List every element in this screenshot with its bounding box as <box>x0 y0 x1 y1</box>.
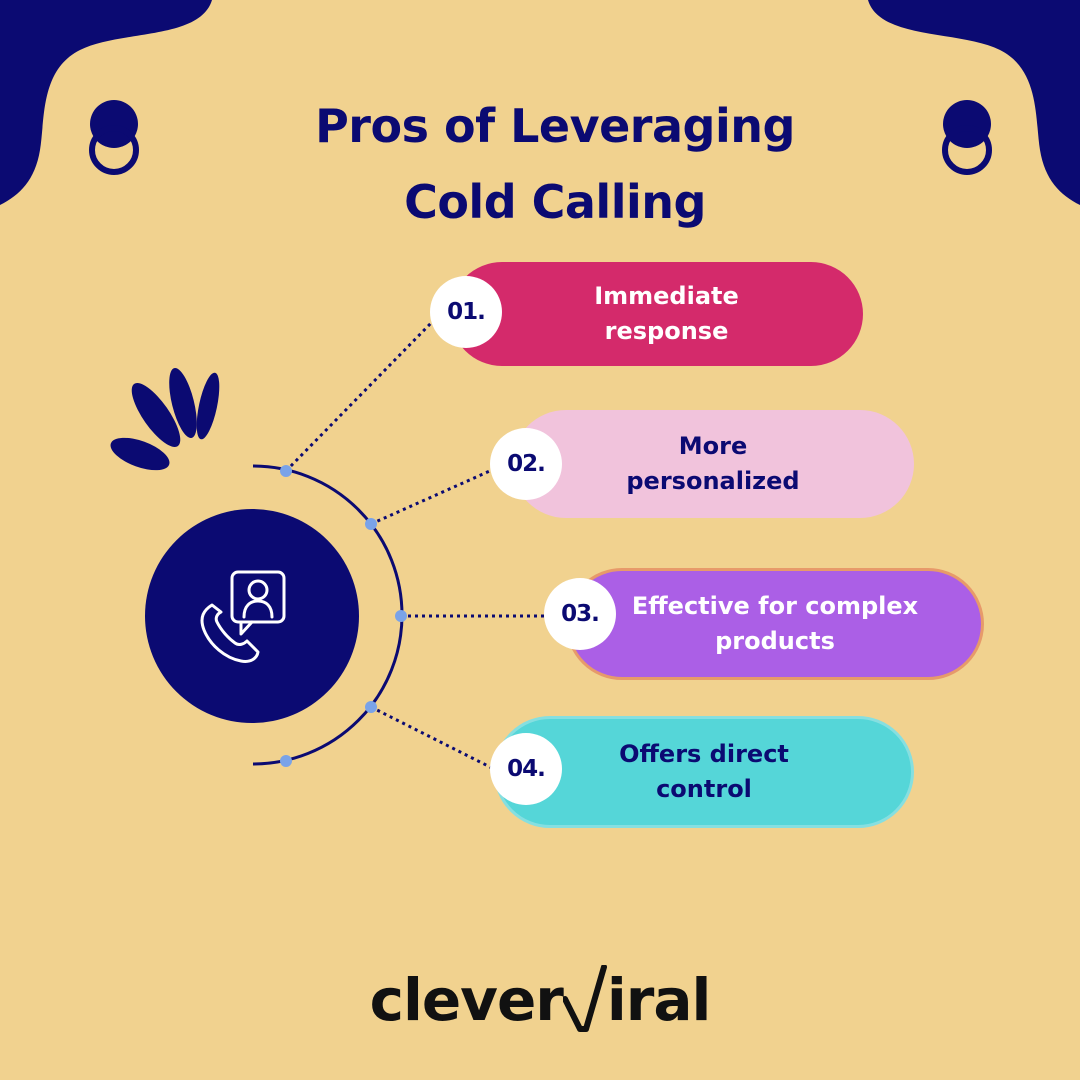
dotted-connectors <box>284 318 546 770</box>
center-circle <box>145 509 359 723</box>
arc-dots <box>280 465 407 767</box>
logo-text-clever: clever <box>369 966 564 1034</box>
connector-line-1 <box>284 318 436 473</box>
item-3-line-2: products <box>715 627 835 655</box>
item-pill-4: Offers direct control <box>494 716 914 828</box>
connector-line-2 <box>370 468 493 526</box>
page-title: Pros of Leveraging Cold Calling <box>240 88 870 240</box>
brand-logo: clever iral <box>330 955 750 1035</box>
item-pill-2: More personalized <box>512 410 914 518</box>
item-label-4: Offers direct control <box>619 737 789 807</box>
arc-dot-2 <box>365 518 377 530</box>
item-number-badge-3: 03. <box>544 578 616 650</box>
logo-v-mark-icon <box>562 965 607 1032</box>
item-1-line-2: response <box>604 317 729 345</box>
item-2-line-1: More <box>678 432 748 460</box>
item-pill-1: Immediate response <box>450 262 863 366</box>
logo-text-iral: iral <box>606 966 712 1034</box>
item-4-line-1: Offers direct <box>619 740 789 768</box>
arc-dot-1 <box>280 465 292 477</box>
connector-line-4 <box>370 705 493 770</box>
arc-dot-5 <box>280 755 292 767</box>
item-pill-3: Effective for complex products <box>566 568 984 680</box>
item-number-badge-2: 02. <box>490 428 562 500</box>
item-1-line-1: Immediate <box>594 282 739 310</box>
title-line-1: Pros of Leveraging <box>315 99 795 153</box>
title-line-2: Cold Calling <box>404 175 706 229</box>
spark-decoration-icon <box>110 367 220 471</box>
item-4-line-2: control <box>656 775 752 803</box>
item-number-badge-4: 04. <box>490 733 562 805</box>
item-label-3: Effective for complex products <box>632 589 918 659</box>
item-number-badge-1: 01. <box>430 276 502 348</box>
arc-dot-3 <box>395 610 407 622</box>
item-2-line-2: personalized <box>626 467 800 495</box>
pin-icon-right <box>942 100 992 175</box>
corner-blob-top-right <box>868 0 1080 205</box>
item-label-2: More personalized <box>626 429 799 499</box>
pin-icon-left <box>89 100 139 175</box>
phone-with-person-chat-icon <box>200 570 286 663</box>
arc-dot-4 <box>365 701 377 713</box>
corner-blob-top-left <box>0 0 212 205</box>
item-3-line-1: Effective for complex <box>631 592 919 620</box>
item-label-1: Immediate response <box>594 279 739 349</box>
